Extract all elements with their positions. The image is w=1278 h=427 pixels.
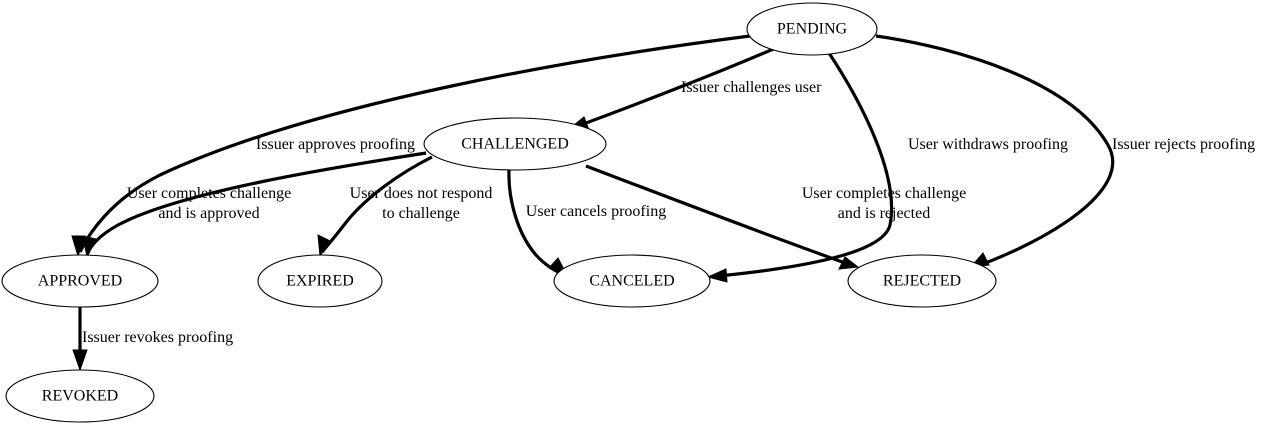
edge-challenged-expired [317,155,433,258]
edge-path-pending-canceled [717,52,893,278]
node-label-approved: APPROVED [38,273,122,290]
state-node-canceled[interactable]: CANCELED [553,254,711,308]
arrowhead-icon [838,256,860,270]
node-ellipse-revoked[interactable] [5,369,155,423]
node-ellipse-approved[interactable] [1,254,159,308]
edge-path-challenged-expired [320,155,433,254]
edge-approved-revoked [72,307,88,372]
arrowhead-icon [72,349,88,372]
node-label-expired: EXPIRED [286,273,354,290]
state-node-approved[interactable]: APPROVED [1,254,159,308]
arrowhead-icon [706,268,728,283]
edge-path-challenged-rejected [585,164,849,266]
arrowhead-icon [71,235,86,258]
edge-label-pending-approved: Issuer approves proofing [256,136,415,153]
node-label-revoked: REVOKED [42,388,118,405]
edge-challenged-canceled [507,169,570,279]
node-label-rejected: REJECTED [883,273,961,290]
arrowhead-icon [82,235,97,259]
arrowhead-icon [317,234,331,258]
edge-challenged-approved [82,151,427,259]
state-node-pending[interactable]: PENDING [746,2,878,56]
node-label-canceled: CANCELED [589,273,674,290]
edge-pending-canceled [706,52,893,283]
edge-path-pending-rejected [875,34,1115,267]
edge-label-challenged-canceled: User cancels proofing [526,203,666,220]
state-node-expired[interactable]: EXPIRED [257,254,383,308]
nodes-layer: PENDING CHALLENGED APPROVED EXPIRED CANCELED… [1,2,997,423]
node-ellipse-canceled[interactable] [553,254,711,308]
edge-pending-approved [71,34,751,258]
node-label-challenged: CHALLENGED [461,136,569,153]
edge-path-challenged-approved [86,151,427,254]
state-node-rejected[interactable]: REJECTED [847,254,997,308]
edge-label-pending-challenged: Issuer challenges user [681,79,822,96]
edge-path-challenged-canceled [507,169,563,276]
node-ellipse-pending[interactable] [746,2,878,56]
node-ellipse-rejected[interactable] [847,254,997,308]
state-node-revoked[interactable]: REVOKED [5,369,155,423]
edge-path-pending-approved [78,34,751,253]
edge-label-approved-revoked: Issuer revokes proofing [82,329,233,346]
edge-labels-layer: Issuer approves proofing Issuer challenge… [82,79,1255,346]
state-node-challenged[interactable]: CHALLENGED [423,117,607,171]
edge-challenged-rejected [585,164,860,270]
edge-path-pending-challenged [577,45,779,128]
edge-label-pending-rejected: Issuer rejects proofing [1112,136,1255,153]
node-ellipse-expired[interactable] [257,254,383,308]
node-label-pending: PENDING [777,21,848,38]
edge-label-pending-canceled: User withdraws proofing [908,136,1068,153]
node-ellipse-challenged[interactable] [423,117,607,171]
